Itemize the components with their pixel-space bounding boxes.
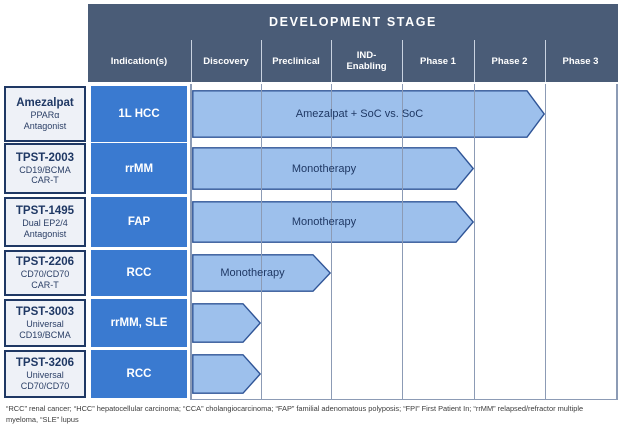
program-subtitle-1: Dual EP2/4 — [22, 218, 68, 228]
program-name: Amezalpat — [16, 97, 74, 109]
indication-cell: FAP — [91, 197, 187, 247]
development-stage-header: DEVELOPMENT STAGE Indication(s) Discovery… — [88, 4, 618, 82]
arrow-label: Amezalpat + SoC vs. SoC — [295, 108, 424, 120]
stage-gridline — [616, 84, 617, 400]
program-subtitle-1: Universal — [26, 319, 64, 329]
arrow-label: Monotherapy — [291, 216, 357, 228]
program-name: TPST-3003 — [15, 306, 75, 318]
program-name: TPST-2206 — [15, 256, 75, 268]
program-subtitle-1: PPARα — [30, 110, 60, 120]
program-name: TPST-3206 — [15, 357, 75, 369]
header-divider — [545, 40, 546, 82]
stage-progress-arrow: Monotherapy — [192, 201, 474, 243]
arrow-label: Monotherapy — [220, 267, 285, 279]
footnote: “RCC” renal cancer; “HCC” hepatocellular… — [6, 404, 584, 424]
indication-cell: RCC — [91, 350, 187, 398]
program-subtitle-1: CD70/CD70 — [20, 269, 70, 279]
column-header-preclinical: Preclinical — [272, 55, 320, 67]
stage-progress-arrow: Amezalpat + SoC vs. SoC — [192, 90, 545, 138]
stage-gridline — [402, 84, 403, 400]
indication-cell: rrMM — [91, 143, 187, 194]
header-divider — [191, 40, 192, 82]
program-subtitle-2: CAR-T — [31, 279, 59, 290]
stage-progress-arrow: Monotherapy — [192, 147, 474, 190]
stage-column-headers: Indication(s) Discovery Preclinical IND-Ena… — [88, 40, 618, 82]
stage-progress-arrow — [192, 354, 261, 394]
column-header-phase-2: Phase 2 — [491, 55, 528, 67]
program-subtitle-1: Universal — [26, 370, 64, 380]
program-subtitle-2: CAR-T — [31, 175, 59, 185]
indication-cell: rrMM, SLE — [91, 299, 187, 347]
indication-cell: 1L HCC — [91, 86, 187, 142]
header-divider — [474, 40, 475, 82]
column-header-ind-enabling: IND-Enabling — [346, 50, 387, 72]
column-header-discovery: Discovery — [203, 55, 249, 67]
program-subtitle-2: Antagonist — [23, 120, 67, 131]
stage-progress-arrow: Monotherapy — [192, 254, 331, 292]
stage-progress-arrow — [192, 303, 261, 343]
program-subtitle-2: CD19/BCMA — [19, 329, 71, 340]
program-name: TPST-1495 — [15, 205, 75, 217]
column-header-indication: Indication(s) — [110, 55, 168, 67]
program-name: TPST-2003 — [15, 151, 75, 164]
stage-gridline — [545, 84, 546, 400]
indication-cell: RCC — [91, 250, 187, 296]
column-header-phase-3: Phase 3 — [562, 55, 599, 67]
arrow-label: Monotherapy — [291, 162, 357, 175]
program-subtitle-2: CD70/CD70 — [20, 380, 70, 391]
column-header-phase-1: Phase 1 — [420, 55, 456, 67]
header-divider — [261, 40, 262, 82]
program-subtitle-1: CD19/BCMA — [19, 164, 71, 175]
stage-gridline — [331, 84, 332, 400]
program-subtitle-2: Antagonist — [23, 228, 67, 239]
stage-gridline — [474, 84, 475, 400]
header-divider — [402, 40, 403, 82]
stage-gridline — [261, 84, 262, 400]
stage-gridline — [191, 84, 192, 400]
development-stage-title: DEVELOPMENT STAGE — [269, 15, 437, 29]
header-divider — [331, 40, 332, 82]
